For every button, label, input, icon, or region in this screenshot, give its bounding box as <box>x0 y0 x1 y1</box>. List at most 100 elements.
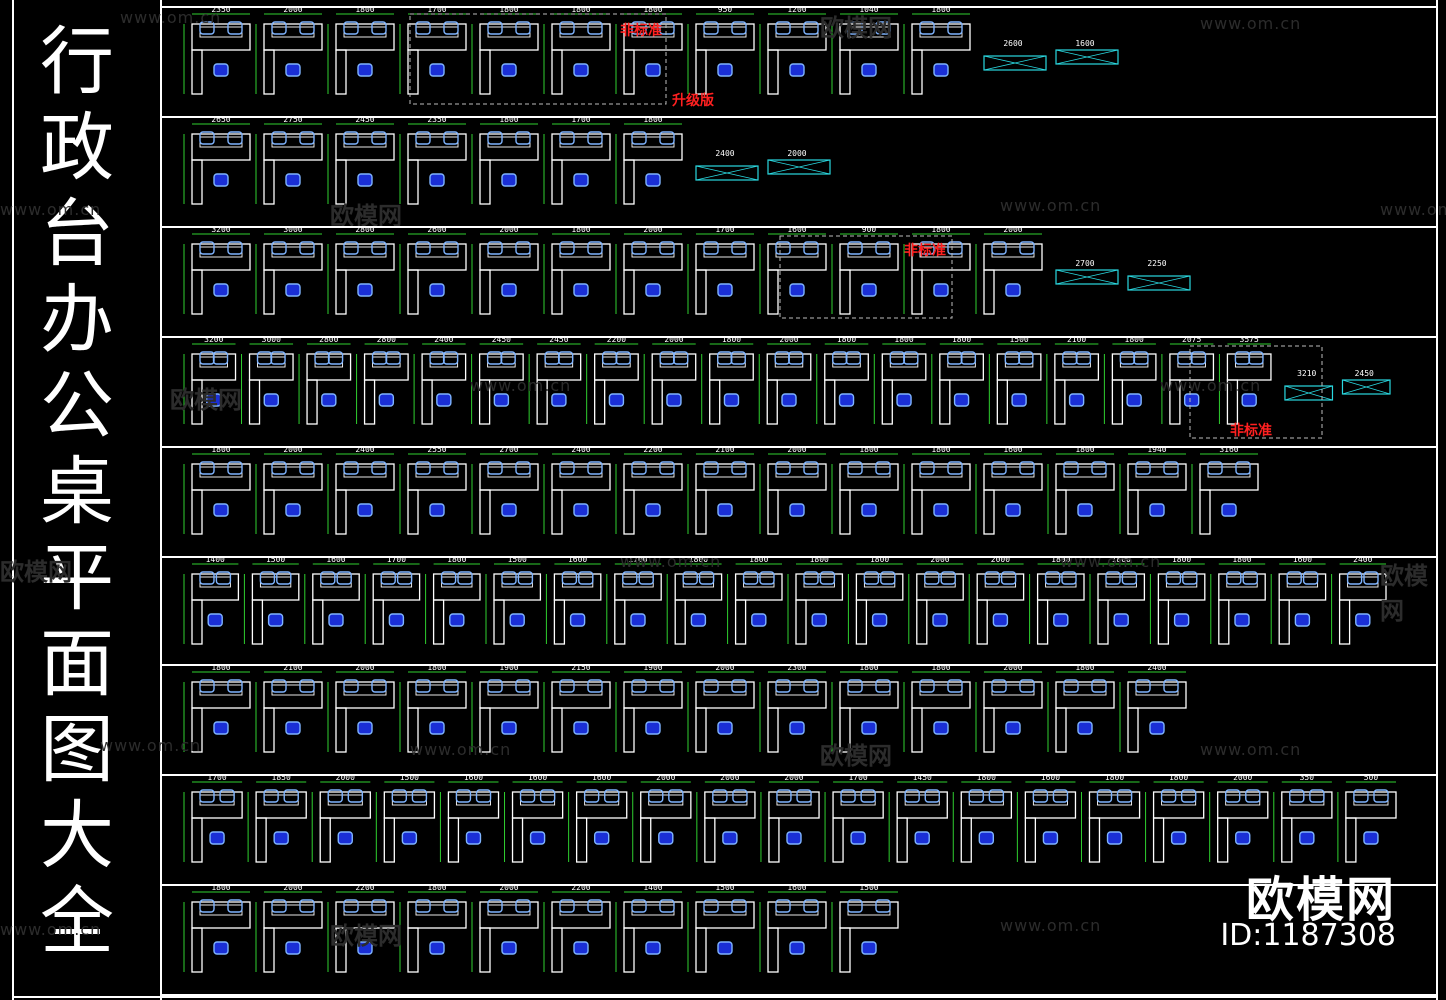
chair <box>378 393 395 407</box>
desk-return <box>640 817 652 863</box>
monitor <box>415 26 459 38</box>
chair <box>443 461 459 475</box>
chair <box>847 461 863 475</box>
cabinet <box>695 165 759 181</box>
dimension-label: 1700 <box>571 115 590 124</box>
monitor <box>1226 576 1258 588</box>
chair <box>343 461 359 475</box>
chair <box>919 241 935 255</box>
chair <box>776 789 792 803</box>
chair <box>587 679 603 693</box>
desk-top <box>832 791 884 819</box>
chair <box>947 679 963 693</box>
dimension-label: 2700 <box>499 445 518 454</box>
desk-top <box>493 573 542 601</box>
monitor <box>1207 466 1251 478</box>
chair <box>285 721 301 735</box>
chair <box>803 899 819 913</box>
row-separator <box>162 774 1438 776</box>
dimension-label: 2100 <box>283 663 302 672</box>
chair <box>263 789 279 803</box>
chair <box>285 63 301 77</box>
desk-return <box>251 599 264 645</box>
chair <box>914 831 930 845</box>
cabinet-cross <box>983 55 1047 71</box>
chair <box>227 461 243 475</box>
chair <box>285 173 301 187</box>
chair <box>871 613 888 627</box>
chair <box>449 613 465 627</box>
chair <box>327 789 343 803</box>
row-separator <box>162 664 1438 666</box>
chair <box>631 131 647 145</box>
chair <box>988 789 1005 803</box>
monitor <box>1032 794 1068 806</box>
chair <box>271 461 287 475</box>
monitor <box>380 576 413 588</box>
chair <box>215 571 232 585</box>
cabinet <box>767 159 831 175</box>
chair <box>212 351 229 365</box>
monitor <box>561 576 594 588</box>
monitor <box>199 684 243 696</box>
chair <box>904 789 920 803</box>
chair <box>1289 789 1305 803</box>
dimension-label: 1700 <box>848 773 867 782</box>
desk-top <box>896 791 948 819</box>
chair <box>455 789 472 803</box>
desk-return <box>1157 599 1170 645</box>
chair <box>1105 571 1121 585</box>
dimension-label: 1600 <box>787 883 806 892</box>
monitor <box>743 576 775 588</box>
dimension-label: 1700 <box>387 555 406 564</box>
chair <box>1053 613 1069 627</box>
desk-return <box>335 49 347 95</box>
desk-return <box>407 707 419 753</box>
chair <box>1135 461 1151 475</box>
chair <box>631 461 647 475</box>
dimension-label: 1700 <box>427 5 446 14</box>
title-character: 台 <box>40 191 114 277</box>
dimension-label: 1500 <box>508 555 527 564</box>
chair <box>991 679 1007 693</box>
chair <box>578 571 594 585</box>
monitor <box>1135 466 1179 478</box>
desk-top <box>911 463 971 491</box>
chair <box>515 679 531 693</box>
desk-top <box>768 791 820 819</box>
chair <box>751 613 767 627</box>
chair <box>199 21 215 35</box>
monitor <box>259 576 292 588</box>
desk-return <box>191 599 203 645</box>
desk-return <box>911 269 923 315</box>
desk-top <box>623 463 683 491</box>
chair <box>371 461 387 475</box>
desk-return <box>767 489 779 535</box>
dimension-label: 1600 <box>592 773 611 782</box>
desk-top <box>263 243 323 271</box>
chair <box>573 173 589 187</box>
desk-return <box>916 599 928 645</box>
desk-return <box>335 707 347 753</box>
model-id-stamp: ID:1187308 <box>1220 918 1396 953</box>
desk-return <box>191 927 203 973</box>
chair <box>1346 571 1363 585</box>
desk-return <box>704 817 716 863</box>
chair <box>199 571 215 585</box>
chair <box>1032 789 1049 803</box>
chair <box>717 283 733 297</box>
chair <box>703 679 719 693</box>
chair <box>515 241 531 255</box>
chair <box>712 789 728 803</box>
chair <box>357 721 373 735</box>
chair <box>206 393 222 407</box>
chair <box>658 831 674 845</box>
chair <box>213 173 229 187</box>
dimension-label: 2000 <box>1003 225 1022 234</box>
dimension-label: 2800 <box>319 335 338 344</box>
dimension-label: 1800 <box>689 555 708 564</box>
chair <box>1077 721 1093 735</box>
cabinet-cross <box>1284 385 1333 401</box>
chair <box>440 571 457 585</box>
monitor <box>703 684 747 696</box>
